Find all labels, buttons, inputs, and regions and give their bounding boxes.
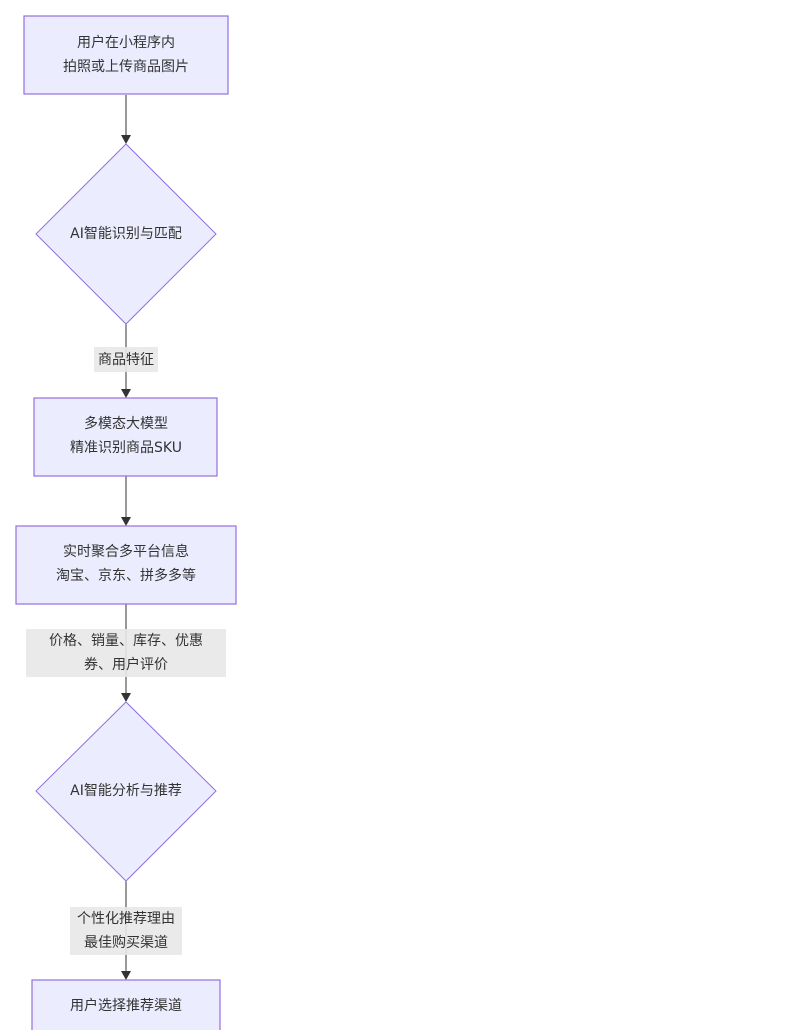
edge-label-recommendation-line2: 最佳购买渠道	[84, 935, 168, 951]
arrowhead-icon	[121, 389, 131, 398]
edge-label-background	[70, 907, 182, 955]
edge-label-product-features: 商品特征	[98, 352, 154, 368]
node-box	[23, 15, 229, 95]
edge-n1-n2	[121, 95, 131, 144]
decision-ai-recognition[interactable]: AI智能识别与匹配	[35, 143, 217, 325]
node-label-line1: 用户在小程序内	[77, 34, 175, 51]
node-upload-photo[interactable]: 用户在小程序内 拍照或上传商品图片	[23, 15, 229, 95]
edge-label-background	[94, 347, 158, 372]
node-aggregate-platforms[interactable]: 实时聚合多平台信息 淘宝、京东、拼多多等	[15, 525, 237, 605]
edge-label-platform-info-line1: 价格、销量、库存、优惠	[49, 633, 203, 649]
node-label-line1: 用户选择推荐渠道	[70, 997, 182, 1014]
edge-label-background	[26, 629, 226, 677]
decision-diamond	[35, 701, 217, 882]
edge-n5-n6: 个性化推荐理由 最佳购买渠道	[70, 881, 182, 980]
node-box	[31, 979, 221, 1030]
arrowhead-icon	[121, 517, 131, 526]
edge-n2-n3: 商品特征	[94, 323, 158, 398]
node-label-line1: 多模态大模型	[84, 415, 168, 432]
node-label-line2: 拍照或上传商品图片	[63, 59, 189, 75]
edge-label-recommendation-line1: 个性化推荐理由	[77, 911, 175, 927]
nodes: 用户在小程序内 拍照或上传商品图片 AI智能识别与匹配 多模态大模型 精准识别商…	[15, 15, 237, 1030]
edge-n3-n4	[121, 476, 131, 526]
edge-n4-n5: 价格、销量、库存、优惠 券、用户评价	[26, 604, 226, 702]
node-label-line2: 淘宝、京东、拼多多等	[56, 567, 196, 584]
node-label-line2: 精准识别商品SKU	[70, 440, 182, 456]
node-box	[33, 397, 218, 477]
node-box	[15, 525, 237, 605]
edge-label-platform-info-line2: 券、用户评价	[84, 656, 168, 673]
node-multimodal-model[interactable]: 多模态大模型 精准识别商品SKU	[33, 397, 218, 477]
decision-label: AI智能分析与推荐	[70, 783, 182, 799]
arrowhead-icon	[121, 693, 131, 702]
edges: 商品特征 价格、销量、库存、优惠 券、用户评价 个性化推荐理由 最佳购买渠道	[26, 95, 226, 980]
decision-ai-analysis[interactable]: AI智能分析与推荐	[35, 701, 217, 882]
decision-label: AI智能识别与匹配	[70, 226, 182, 242]
arrowhead-icon	[121, 135, 131, 144]
decision-diamond	[35, 143, 217, 325]
arrowhead-icon	[121, 971, 131, 980]
node-label-line1: 实时聚合多平台信息	[63, 543, 189, 560]
node-user-select-channel[interactable]: 用户选择推荐渠道	[31, 979, 221, 1030]
